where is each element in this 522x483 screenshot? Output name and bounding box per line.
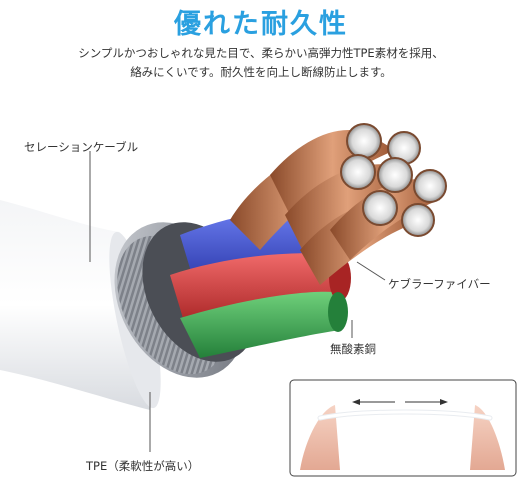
callout-oxygen-free-copper: 無酸素銅 [330,342,376,356]
flexibility-inset [289,379,517,477]
callout-line-kevlar [356,261,386,281]
callout-tpe: TPE（柔軟性が高い） [86,459,200,473]
description: シンプルかつおしゃれな見た目で、柔らかい高弾力性TPE素材を採用、 絡みにくいで… [0,44,522,82]
red-wire [170,253,345,325]
callout-kevlar-fiber: ケブラーファイバー [388,277,491,291]
callout-serration-cable: セレーションケーブル [24,140,139,154]
description-line-2: 絡みにくいです。耐久性を向上し断線防止します。 [130,65,392,79]
page-title: 優れた耐久性 [174,9,348,40]
description-line-1: シンプルかつおしゃれな見た目で、柔らかい高弾力性TPE素材を採用、 [78,46,444,60]
green-wire [180,291,340,358]
strand-ends [340,123,447,237]
